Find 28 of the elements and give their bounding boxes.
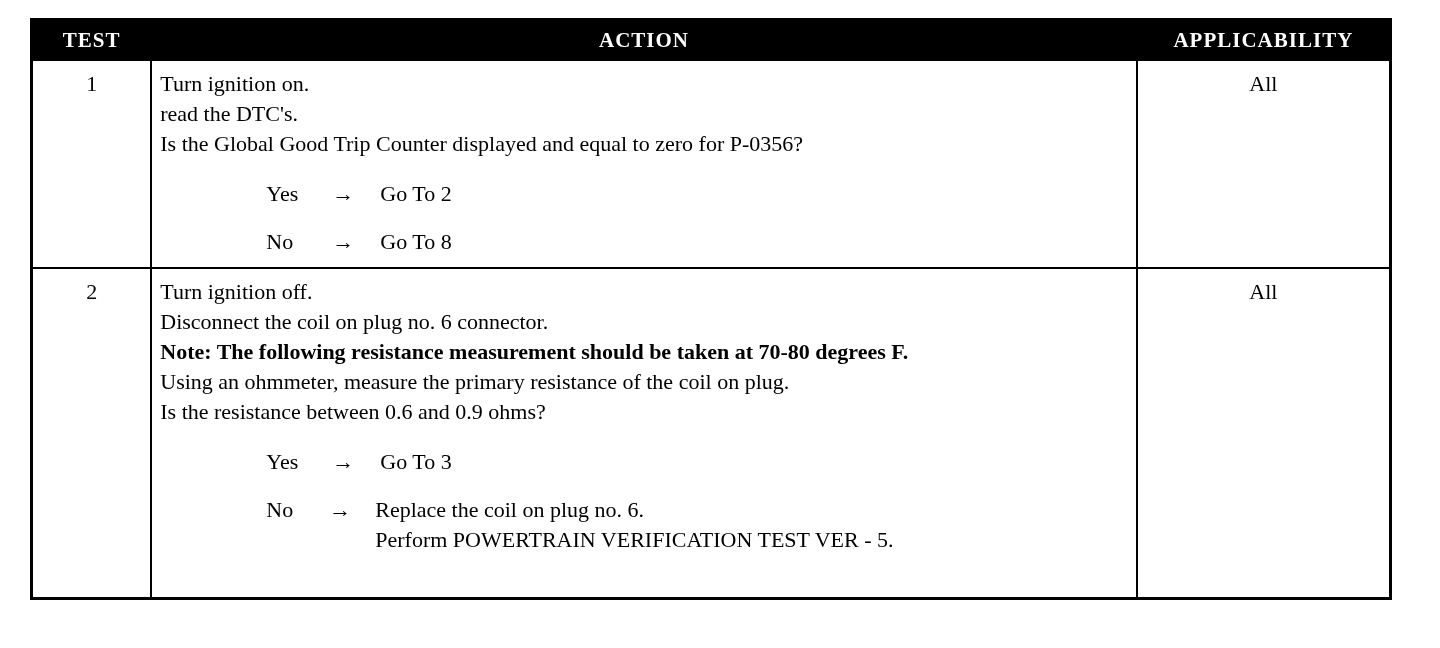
test-number: 1 — [86, 71, 98, 96]
answer-text: No — [266, 228, 295, 256]
instruction-text: Using an ohmmeter, measure the primary resistance of the coil on plug. — [160, 368, 791, 396]
result-text: Go To 2 — [380, 180, 452, 208]
result-text: Perform POWERTRAIN VERIFICATION TEST VER - 5. — [375, 526, 894, 554]
arrow-symbol: → — [332, 180, 356, 208]
instruction-text: Disconnect the coil on plug no. 6 connector. — [160, 308, 550, 336]
answer-text: Yes — [266, 448, 300, 476]
answer-text: No — [266, 496, 295, 524]
instruction-text: Turn ignition on. — [160, 70, 311, 98]
applicability-text: All — [1249, 71, 1278, 96]
column-header: ACTION — [151, 19, 1137, 60]
result-text: Go To 8 — [380, 228, 452, 256]
column-header: TEST — [31, 19, 152, 60]
result-text: Replace the coil on plug no. 6. — [375, 496, 645, 524]
instruction-text: Turn ignition off. — [160, 278, 314, 306]
arrow-symbol: → — [332, 448, 356, 476]
instruction-text: read the DTC's. — [160, 100, 299, 128]
instruction-text: Is the Global Good Trip Counter displayed and equal to zero for P-0356? — [160, 130, 805, 158]
answer-text: Yes — [266, 180, 300, 208]
arrow-symbol: → — [332, 228, 356, 256]
applicability-text: All — [1249, 279, 1278, 304]
instruction-text: Is the resistance between 0.6 and 0.9 ohms? — [160, 398, 547, 426]
column-header: APPLICABILITY — [1136, 19, 1391, 60]
test-number: 2 — [86, 279, 98, 304]
arrow-symbol: → — [329, 496, 353, 524]
result-text: Go To 3 — [380, 448, 452, 476]
note-text: Note: The following resistance measurement should be taken at 70-80 degrees F. — [160, 338, 910, 366]
